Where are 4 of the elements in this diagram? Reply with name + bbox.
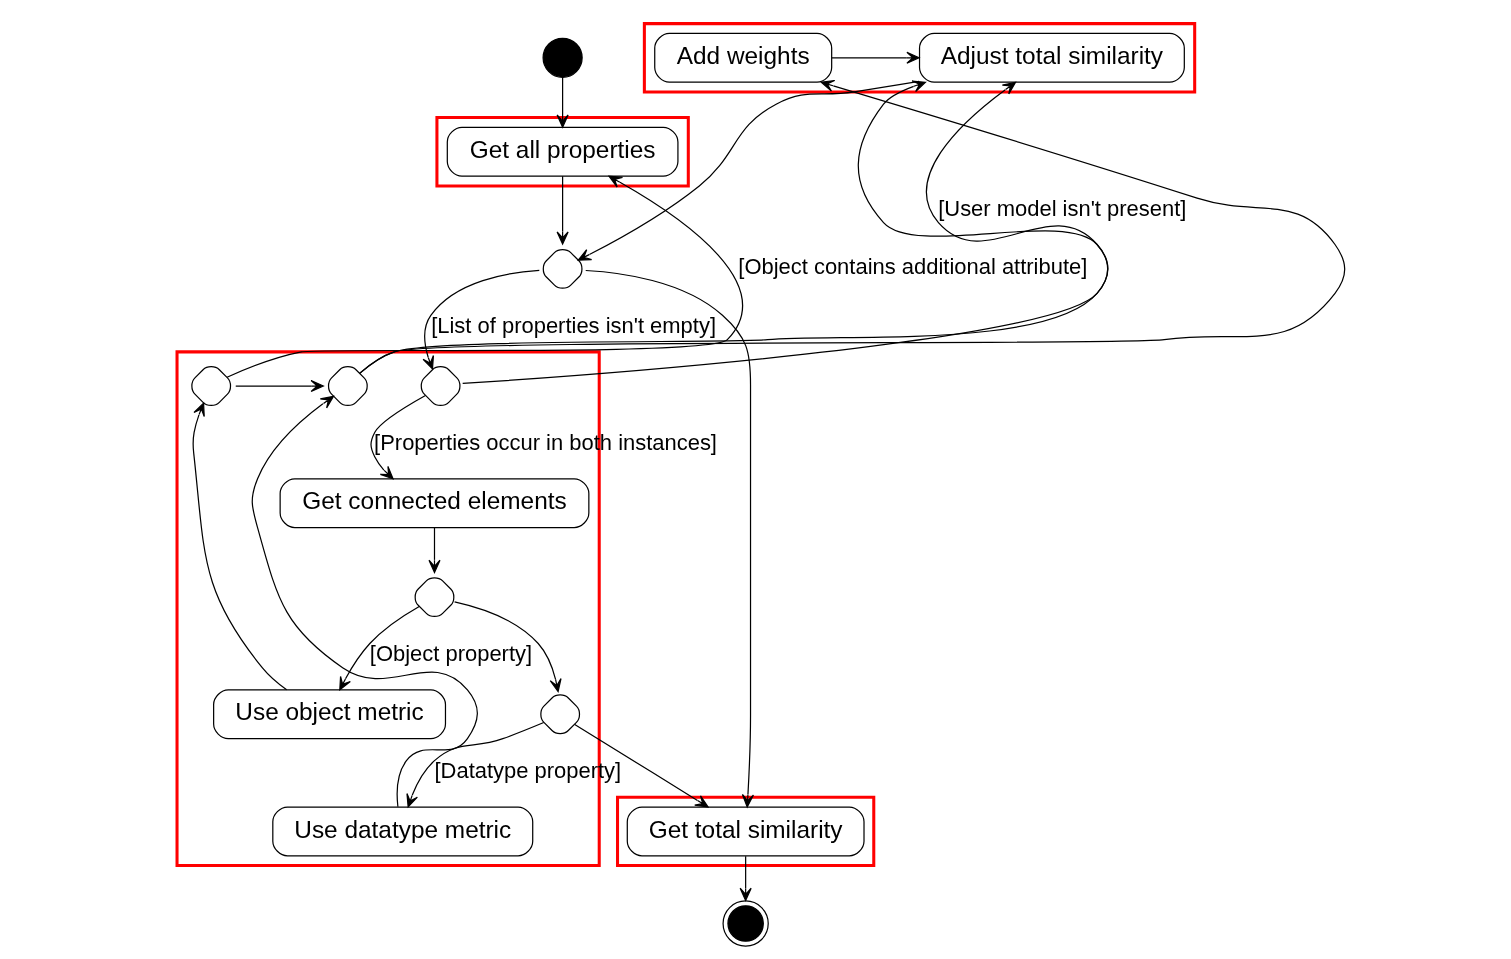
edge-label: [Object contains additional attribute]	[737, 253, 1087, 279]
edge-label: [Object property]	[369, 640, 532, 666]
edge-label: [List of properties isn't empty]	[430, 312, 716, 338]
edge-label: [User model isn't present]	[937, 195, 1186, 221]
